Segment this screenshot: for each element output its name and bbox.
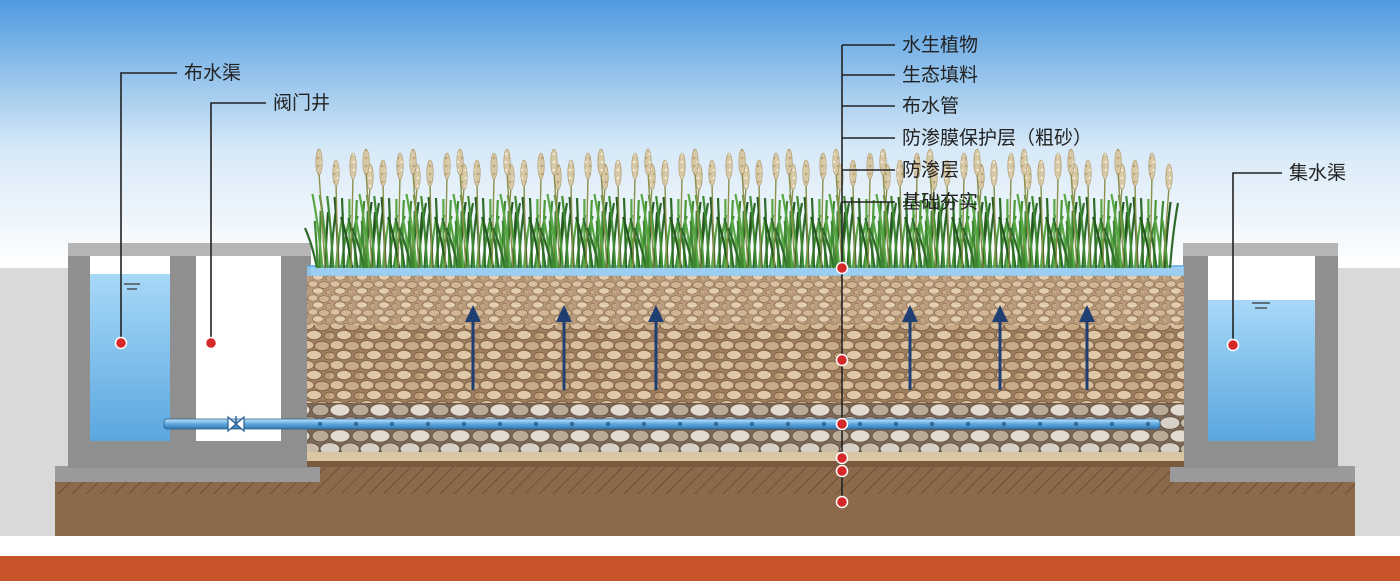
plant-clump bbox=[444, 148, 522, 269]
plant-clump bbox=[820, 148, 898, 269]
base-stripe bbox=[0, 556, 1400, 581]
aquatic-plants bbox=[303, 148, 1180, 269]
label-membrane-protection: 防渗膜保护层（粗砂） bbox=[902, 127, 1093, 149]
flow-arrows bbox=[465, 305, 1095, 390]
plant-clump bbox=[1102, 148, 1180, 269]
wetland-bed bbox=[307, 265, 1184, 467]
marker-dot bbox=[835, 417, 849, 431]
label-eco-filler: 生态填料 bbox=[902, 64, 979, 86]
marker-dot bbox=[835, 353, 849, 367]
marker-dot bbox=[835, 261, 849, 275]
label-collection-channel: 集水渠 bbox=[1289, 162, 1347, 184]
plant-clump bbox=[397, 148, 475, 269]
marker-dot bbox=[835, 464, 849, 478]
distribution-pipe bbox=[163, 418, 1161, 430]
valve-icon bbox=[227, 415, 245, 433]
flow-arrow bbox=[556, 305, 572, 390]
marker-dot bbox=[204, 336, 218, 350]
flow-arrow bbox=[465, 305, 481, 390]
flow-arrow bbox=[648, 305, 664, 390]
plant-clump bbox=[726, 148, 804, 269]
marker-dots bbox=[114, 261, 1240, 509]
plant-clump bbox=[961, 148, 1039, 269]
right-concrete-structure bbox=[1170, 243, 1355, 482]
flow-arrow bbox=[992, 305, 1008, 390]
marker-dot bbox=[835, 495, 849, 509]
label-seepage-layer: 防渗层 bbox=[902, 159, 960, 181]
flow-arrow bbox=[902, 305, 918, 390]
label-aquatic-plants: 水生植物 bbox=[902, 34, 979, 56]
label-distribution-channel: 布水渠 bbox=[184, 62, 242, 84]
marker-dot bbox=[114, 336, 128, 350]
marker-dot bbox=[1226, 338, 1240, 352]
label-distribution-pipe: 布水管 bbox=[902, 95, 960, 117]
base-stripe-gap bbox=[0, 536, 1400, 556]
label-foundation: 基础夯实 bbox=[902, 191, 979, 213]
flow-arrow bbox=[1079, 305, 1095, 390]
marker-dot bbox=[835, 451, 849, 465]
label-valve-well: 阀门井 bbox=[273, 92, 331, 114]
left-concrete-structure bbox=[55, 243, 320, 482]
soil-base bbox=[55, 494, 1355, 536]
plant-clump bbox=[1008, 148, 1086, 269]
